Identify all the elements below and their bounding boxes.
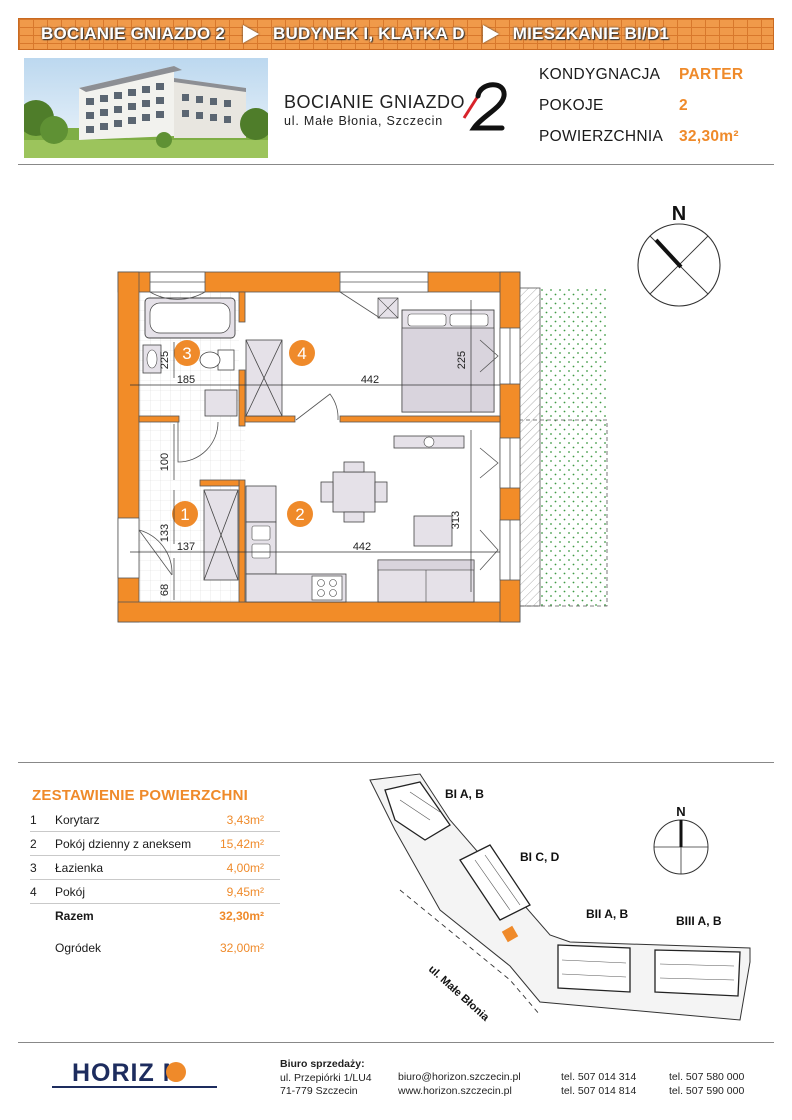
dim-living-height: 313 [450, 511, 462, 529]
floor-plan: 3 4 1 2 225 185 442 225 [0, 180, 792, 740]
table-row: 3 Łazienka 4,00m² [30, 856, 280, 880]
horizon-wordmark: HORIZ N [72, 1059, 182, 1087]
stork-numeral-icon [462, 82, 507, 131]
breadcrumb-building[interactable]: BUDYNEK I, KLATKA D [273, 24, 465, 43]
spec-area-label: POWIERZCHNIA [539, 128, 664, 145]
room-badge-2: 2 [287, 501, 313, 527]
terrace-edge [518, 287, 541, 607]
dining-table [320, 461, 388, 523]
breadcrumb-project[interactable]: BOCIANIE GNIAZDO 2 [41, 24, 226, 43]
building-blocks [384, 781, 741, 997]
svg-text:2: 2 [295, 505, 304, 524]
logo-title: BOCIANIE GNIAZDO [284, 92, 466, 112]
room-badge-3: 3 [174, 340, 200, 366]
header-divider [18, 164, 774, 165]
svg-text:4: 4 [297, 344, 306, 363]
site-compass-icon: N [653, 804, 709, 875]
dim-living-width: 442 [353, 541, 371, 553]
footer-divider [18, 1042, 774, 1043]
breadcrumb-apartment[interactable]: MIESZKANIE BI/D1 [512, 24, 669, 43]
dim-hall-width: 137 [177, 541, 195, 553]
svg-text:N: N [676, 804, 685, 819]
breadcrumb-arrow-icon [482, 25, 499, 43]
table-row: 4 Pokój 9,45m² [30, 880, 280, 904]
compass-icon: N [637, 203, 721, 307]
site-label-bia: BI A, B [445, 787, 484, 801]
spec-rooms-label: POKOJE [539, 97, 604, 114]
logo-subtitle: ul. Małe Błonia, Szczecin [284, 114, 443, 128]
svg-text:1: 1 [180, 505, 189, 524]
garden-area [540, 288, 608, 606]
spec-floor-label: KONDYGNACJA [539, 66, 661, 83]
site-label-biii: BIII A, B [676, 914, 722, 928]
phone-link[interactable]: tel. 507 590 000 [669, 1084, 745, 1097]
area-summary-title: ZESTAWIENIE POWIERZCHNI [32, 787, 248, 804]
table-row: 2 Pokój dzienny z aneksem 15,42m² [30, 832, 280, 856]
dim-door: 100 [159, 453, 171, 471]
table-row-total: Razem 32,30m² [55, 909, 264, 923]
office-title: Biuro sprzedaży: [280, 1058, 365, 1070]
site-label-bii: BII A, B [586, 907, 629, 921]
table-row: 1 Korytarz 3,43m² [30, 808, 280, 832]
dim-room-height: 225 [456, 351, 468, 369]
washing-machine [204, 389, 238, 417]
street-line [399, 889, 541, 1016]
office-address: Biuro sprzedaży: ul. Przepiórki 1/LU4 71… [280, 1058, 372, 1099]
svg-text:N: N [672, 203, 686, 225]
building-photo [24, 58, 268, 158]
project-logo: BOCIANIE GNIAZDO ul. Małe Błonia, Szczec… [284, 76, 524, 136]
table-row-garden: Ogródek 32,00m² [55, 941, 264, 955]
coffee-table [413, 515, 453, 547]
site-label-bic: BI C, D [520, 850, 560, 864]
dim-bath-height: 225 [159, 351, 171, 369]
svg-text:3: 3 [182, 344, 191, 363]
section-divider [18, 762, 774, 763]
room-badge-1: 1 [172, 501, 198, 527]
spec-floor-value: PARTER [679, 66, 744, 83]
office-web: biuro@horizon.szczecin.pl www.horizon.sz… [398, 1071, 521, 1098]
street-label: ul. Małe Błonia [426, 963, 492, 1024]
dim-room-width: 442 [361, 374, 379, 386]
room-badge-4: 4 [289, 340, 315, 366]
spec-rooms-value: 2 [679, 97, 688, 114]
office-phones-a: tel. 507 014 314 tel. 507 014 814 [561, 1071, 636, 1098]
site-plan: BI A, B BI C, D BII A, B BIII A, B ul. M… [300, 760, 770, 1035]
horizon-logo[interactable]: HORIZ N [52, 1056, 222, 1096]
horizon-underline [52, 1086, 217, 1088]
dim-entry: 68 [159, 584, 171, 596]
apartment-highlight [501, 925, 519, 943]
office-street: ul. Przepiórki 1/LU4 [280, 1071, 372, 1084]
email-link[interactable]: biuro@horizon.szczecin.pl [398, 1071, 521, 1083]
website-link[interactable]: www.horizon.szczecin.pl [398, 1084, 512, 1097]
phone-link[interactable]: tel. 507 014 814 [561, 1084, 637, 1097]
breadcrumb-arrow-icon [243, 25, 260, 43]
dim-hall-height: 133 [159, 524, 171, 542]
door-swings [138, 291, 499, 576]
office-phones-b: tel. 507 580 000 tel. 507 590 000 [669, 1071, 744, 1098]
phone-link[interactable]: tel. 507 580 000 [669, 1071, 745, 1083]
office-city: 71-779 Szczecin [280, 1085, 358, 1097]
header-banner: BOCIANIE GNIAZDO 2 BUDYNEK I, KLATKA D M… [18, 18, 774, 50]
dim-bath-width: 185 [177, 374, 195, 386]
cooktop [311, 575, 343, 601]
dimension-lines [130, 300, 500, 600]
phone-link[interactable]: tel. 507 014 314 [561, 1071, 637, 1083]
sun-icon [166, 1062, 186, 1082]
wardrobe [203, 339, 283, 581]
spec-area-value: 32,30m² [679, 128, 739, 145]
